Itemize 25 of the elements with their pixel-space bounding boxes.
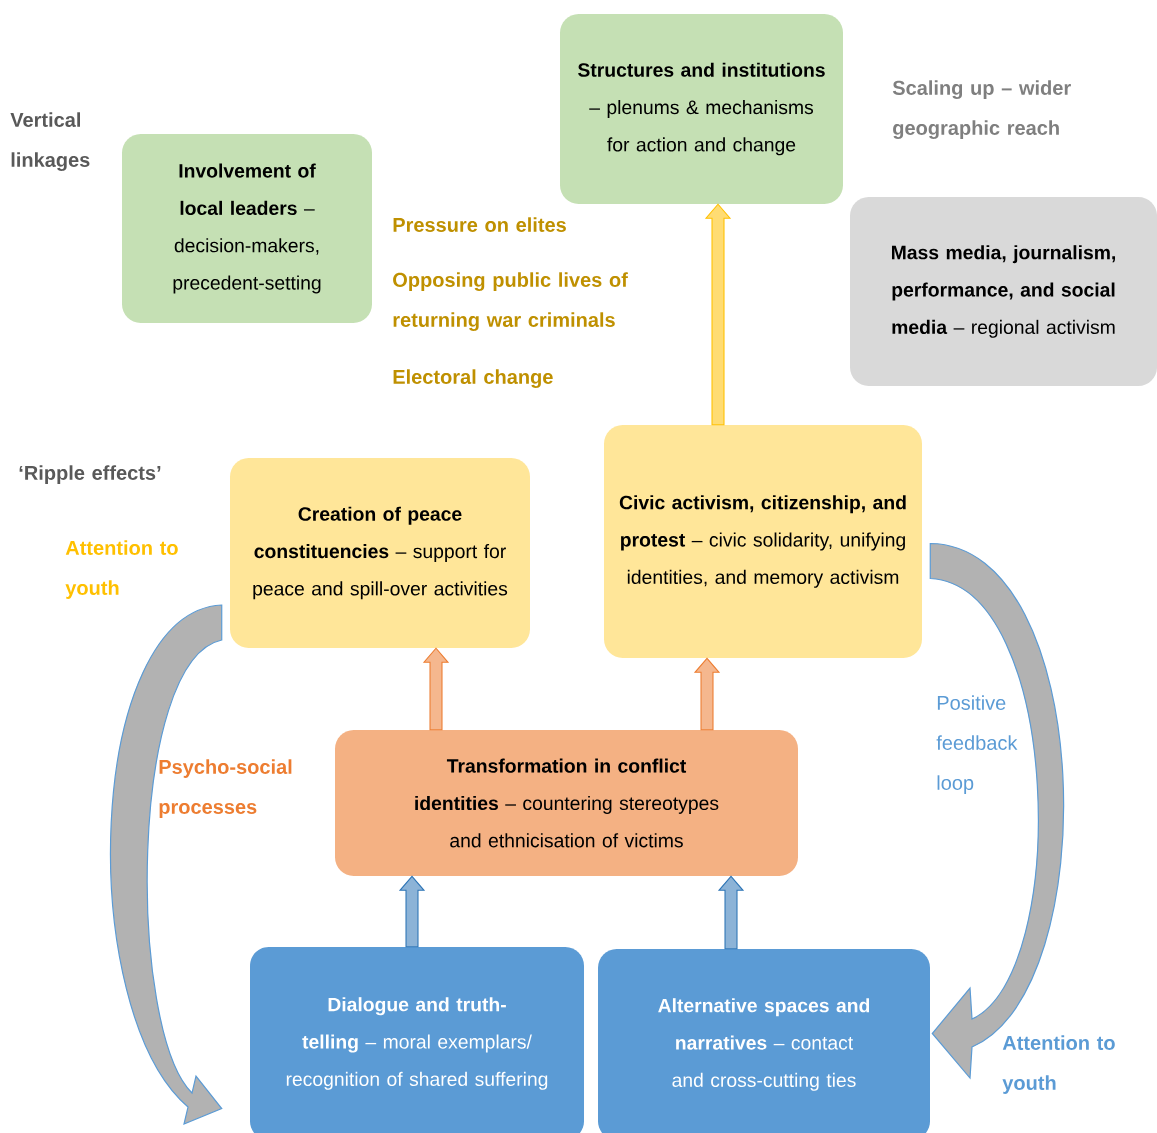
process-box: Structures and institutions – plenums & mechanisms for action and change — [560, 14, 843, 204]
curved-arrow — [110, 604, 223, 1125]
block-arrow — [693, 657, 721, 731]
annotation-text: Electoral change — [393, 369, 553, 388]
block-arrow — [704, 203, 732, 426]
annotation-text: Pressure on elites — [393, 217, 566, 232]
process-box: Involvement of local leaders – decision-makers, precedent-setting — [122, 134, 372, 323]
annotation-text: Vertical linkages — [10, 112, 90, 171]
annotation-text: ‘Ripple effects’ — [19, 465, 161, 484]
process-box: Creation of peace constituencies – support for peace and spill-over activities — [230, 458, 530, 648]
annotation-text: Attention to youth — [65, 540, 178, 599]
annotation-text: Positive feedback loop — [936, 695, 1018, 794]
block-arrow — [422, 647, 450, 731]
block-arrow — [398, 875, 426, 948]
annotation-text: Scaling up – wider geographic reach — [892, 80, 1071, 139]
process-box: Civic activism, citizenship, and protest – civic solidarity, unifying identities, and memory activism — [604, 425, 922, 658]
curved-arrow — [929, 542, 1064, 1079]
process-box: Mass media, journalism, performance, and social media – regional activism — [850, 197, 1157, 386]
block-arrow — [717, 875, 745, 950]
process-box: Dialogue and truth-telling – moral exemplars/ recognition of shared suffering — [250, 947, 584, 1133]
process-box: Alternative spaces and narratives – contact and cross-cutting ties — [598, 949, 930, 1133]
annotation-text: Opposing public lives of returning war criminals — [393, 272, 628, 331]
process-box: Transformation in conflict identities – countering stereotypes and ethnicisation of victims — [335, 730, 798, 876]
annotation-text: Attention to youth — [1002, 1035, 1115, 1094]
annotation-text: Psycho-social processes — [159, 759, 292, 818]
